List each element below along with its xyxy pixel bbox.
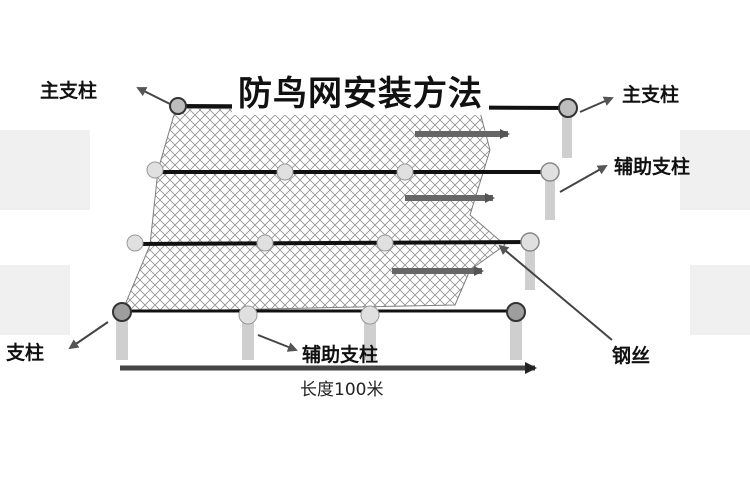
post-cap-r3-mid2 xyxy=(376,234,394,252)
callout-arrow-aux-post-right xyxy=(559,165,608,193)
label-steel-wire: 钢丝 xyxy=(612,345,651,367)
label-post-left: 支柱 xyxy=(6,342,45,364)
bird-net-mesh xyxy=(121,107,506,313)
background-faint-marks xyxy=(0,130,750,335)
diagram-title: 防鸟网安装方法 xyxy=(232,66,489,115)
label-main-post-left: 主支柱 xyxy=(40,80,98,102)
post-cap-r3-right xyxy=(520,232,540,252)
post-cap-r2-mid xyxy=(276,163,294,181)
callout-arrow-post-left xyxy=(68,321,109,350)
post-stem-bl xyxy=(116,318,128,360)
post-cap-bl xyxy=(112,302,132,322)
post-cap-br xyxy=(506,302,526,322)
post-cap-r3-mid xyxy=(256,234,274,252)
callout-arrow-aux-post-bottom xyxy=(257,334,298,352)
post-stem-b2 xyxy=(242,318,254,360)
post-stem-right-2 xyxy=(545,178,555,220)
post-stem-right-3 xyxy=(525,248,535,290)
post-stem-b3 xyxy=(364,318,376,360)
callout-arrow-steel-wire xyxy=(498,244,613,341)
post-cap-r2-right xyxy=(540,162,560,182)
post-cap-b3 xyxy=(360,305,380,325)
label-main-post-right: 主支柱 xyxy=(622,84,680,106)
post-cap-r2-left xyxy=(146,161,164,179)
post-stem-right-top xyxy=(562,114,572,158)
callout-arrow-main-post-left xyxy=(136,87,171,105)
post-cap-tl xyxy=(169,97,187,115)
post-stem-br xyxy=(510,318,522,360)
label-length: 长度100米 xyxy=(300,380,384,400)
post-cap-tr xyxy=(558,98,578,118)
post-cap-r2-mid2 xyxy=(396,163,414,181)
post-cap-b2 xyxy=(238,305,258,325)
callout-arrow-main-post-right xyxy=(579,96,614,113)
wire-row-3 xyxy=(134,240,531,246)
post-cap-r3-left xyxy=(126,234,144,252)
label-aux-post-bottom: 辅助支柱 xyxy=(302,344,379,366)
label-aux-post-right: 辅助支柱 xyxy=(614,156,691,178)
